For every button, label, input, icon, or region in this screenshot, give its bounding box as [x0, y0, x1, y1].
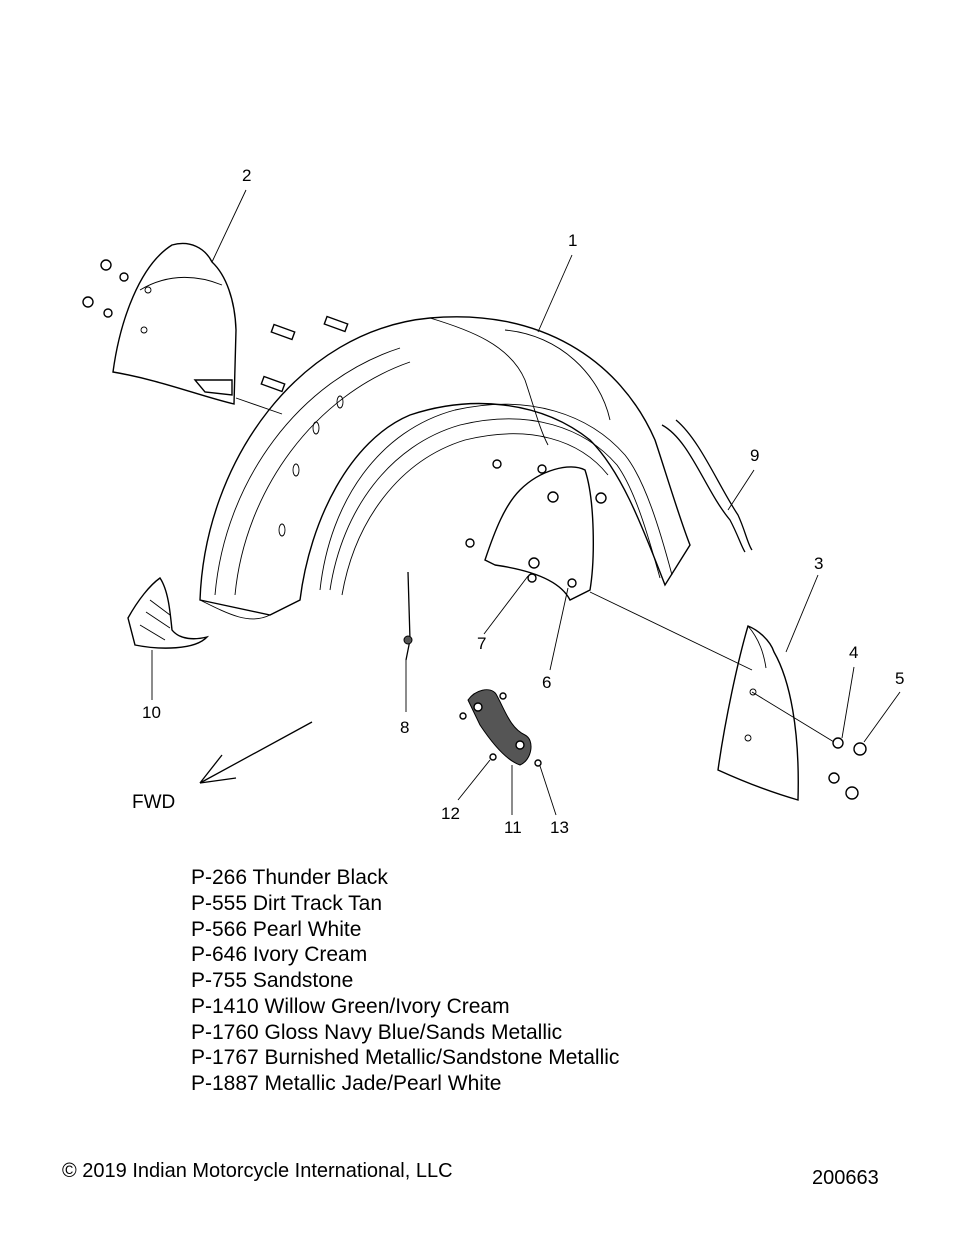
paint-code-line: P-266 Thunder Black: [191, 866, 388, 889]
callout-13: 13: [550, 818, 569, 837]
drawing-number: 200663: [812, 1167, 879, 1189]
leader-lines: [151, 189, 901, 816]
callout-1: 1: [568, 231, 578, 250]
fasteners: [82, 259, 867, 800]
fender-tip-part-3: [717, 625, 799, 801]
callout-7: 7: [477, 634, 487, 653]
callout-5: 5: [895, 669, 905, 688]
callout-11: 11: [504, 818, 522, 837]
callout-10: 10: [142, 703, 161, 722]
fender-tip-part-2: [112, 242, 237, 405]
copyright-notice: © 2019 Indian Motorcycle International, …: [62, 1160, 453, 1182]
paint-code-line: P-566 Pearl White: [191, 917, 362, 941]
callout-2: 2: [242, 166, 252, 185]
paint-code-line: P-555 Dirt Track Tan: [191, 891, 383, 915]
callout-8: 8: [400, 718, 410, 737]
antenna-part-8: [405, 571, 411, 661]
paint-code-line: P-1887 Metallic Jade/Pearl White: [191, 1072, 502, 1095]
paint-code-line: P-755 Sandstone: [191, 969, 354, 992]
trim-strip-part-9: [661, 424, 746, 553]
callout-6: 6: [542, 673, 552, 692]
bracket-part-11: [467, 689, 532, 766]
paint-code-line: P-1410 Willow Green/Ivory Cream: [191, 994, 510, 1018]
callout-12: 12: [441, 804, 460, 823]
inner-bracket: [484, 466, 594, 601]
callout-9: 9: [750, 446, 760, 465]
fwd-arrow: [199, 721, 313, 784]
paint-code-line: P-646 Ivory Cream: [191, 943, 368, 967]
fwd-label: FWD: [132, 792, 176, 813]
fender-part-1: [199, 316, 691, 620]
trim-piece-part-10: [127, 577, 210, 649]
paint-code-line: P-1760 Gloss Navy Blue/Sands Metallic: [191, 1020, 563, 1044]
paint-code-legend: P-266 Thunder Black P-555 Dirt Track Tan…: [191, 865, 619, 1097]
callout-4: 4: [849, 643, 859, 662]
paint-code-line: P-1767 Burnished Metallic/Sandstone Meta…: [191, 1046, 620, 1070]
callout-3: 3: [814, 554, 824, 573]
